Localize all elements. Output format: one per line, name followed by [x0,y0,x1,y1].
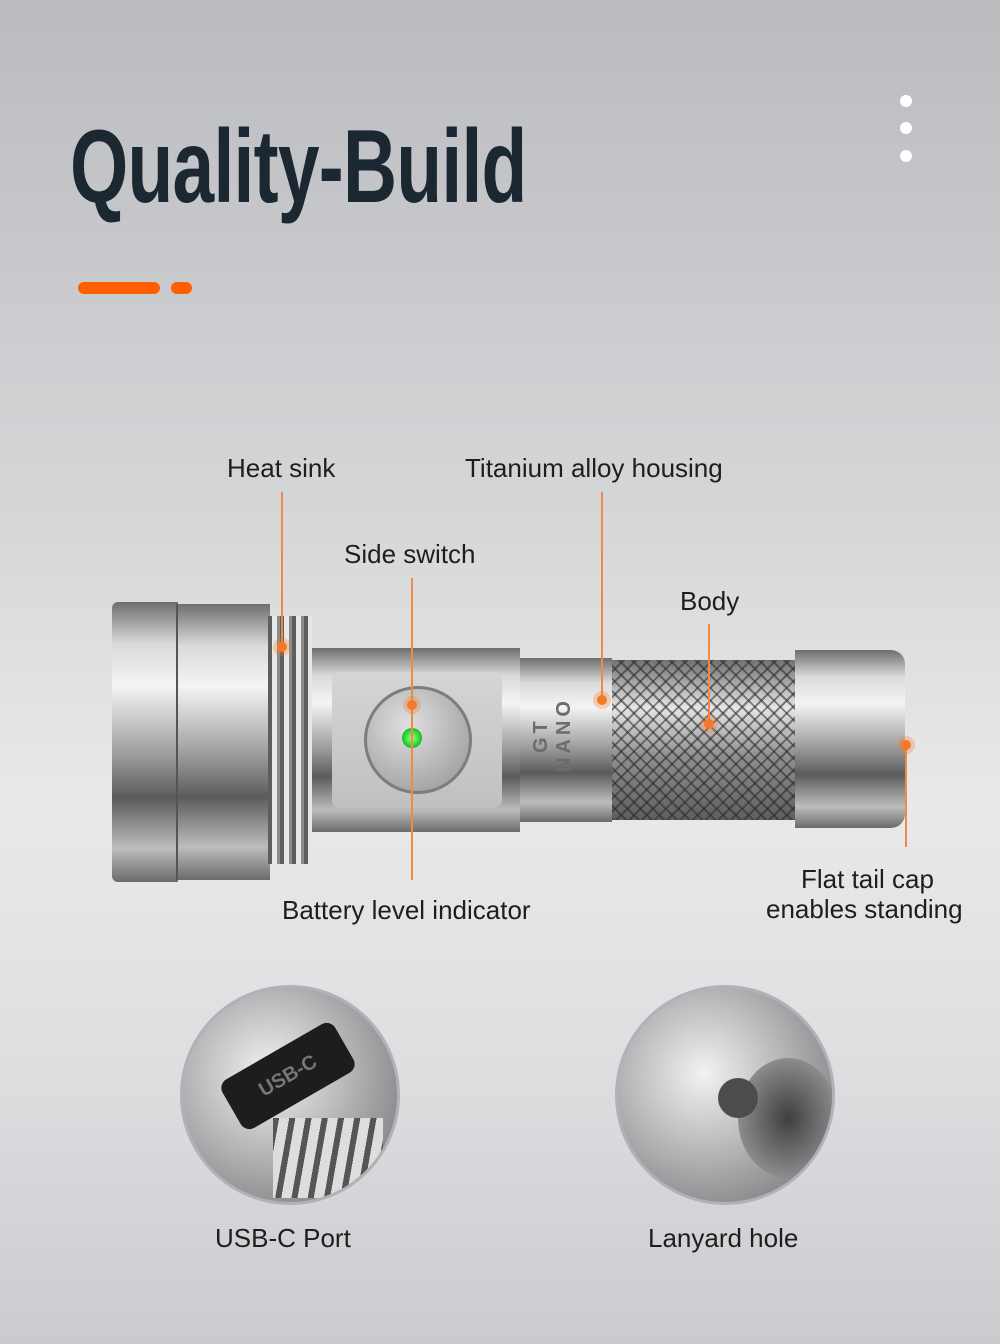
usb-c-port-text: USB-C [217,1019,359,1133]
accent-dot [171,282,192,294]
page-title: Quality-Build [70,109,527,225]
label-titanium-housing: Titanium alloy housing [465,453,723,483]
accent-bar [78,282,160,294]
label-tail-cap-2: enables standing [766,894,963,924]
engraving-text: GT NANO [530,697,575,773]
label-usb-c-port: USB-C Port [215,1223,351,1253]
label-side-switch: Side switch [344,539,476,569]
label-battery-indicator: Battery level indicator [282,895,531,925]
usb-c-detail-image: USB-C [180,985,400,1205]
label-lanyard-hole: Lanyard hole [648,1223,799,1253]
lanyard-hole-detail-image [615,985,835,1205]
label-body: Body [680,586,740,616]
label-heat-sink: Heat sink [227,453,336,483]
label-tail-cap-1: Flat tail cap [801,864,934,894]
